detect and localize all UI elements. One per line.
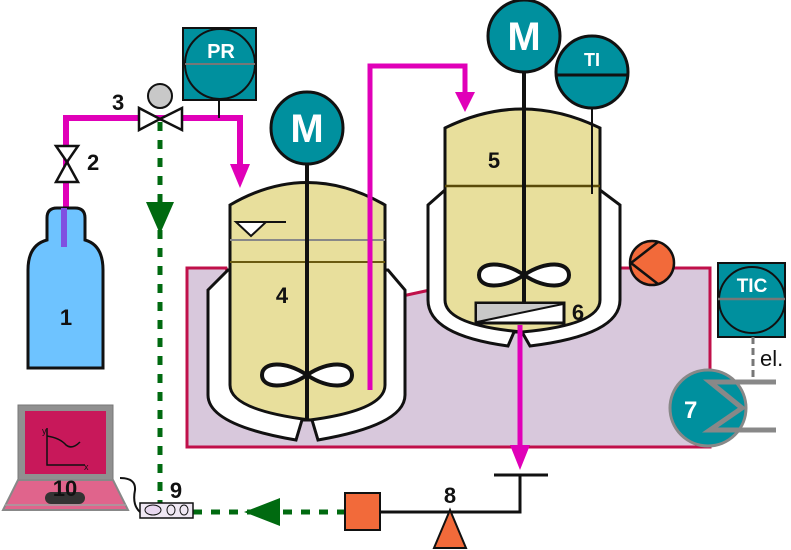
pr-label: PR xyxy=(207,41,235,63)
control-valve-3-icon xyxy=(137,105,184,133)
valve-2-label: 2 xyxy=(87,150,99,175)
arrow-left-icon xyxy=(244,498,280,526)
arrow-down-icon xyxy=(230,164,250,188)
filter-label: 6 xyxy=(572,300,584,325)
balance-beam xyxy=(380,475,522,514)
interface-label: 9 xyxy=(170,478,182,503)
impeller-5-icon xyxy=(476,262,572,288)
chart-y-label: y xyxy=(42,426,47,436)
cable xyxy=(119,477,141,513)
balance-label: 8 xyxy=(444,483,456,508)
motor-4-icon xyxy=(269,90,345,166)
touchpad xyxy=(45,492,85,504)
valve-actuator-icon xyxy=(147,83,173,109)
electric-label: el. xyxy=(760,346,783,371)
gas-bottle xyxy=(26,206,105,370)
impeller-4-icon xyxy=(259,362,355,388)
valve-3-label: 3 xyxy=(112,90,124,115)
arrow-down-icon xyxy=(510,445,530,470)
ti-label: TI xyxy=(584,50,600,70)
computer-label: 10 xyxy=(53,476,77,501)
transfer-line xyxy=(367,63,468,390)
arrow-down-icon xyxy=(455,92,475,112)
temperature-indicator-icon xyxy=(554,34,630,110)
valve-2-icon xyxy=(53,144,81,184)
reactor-4-label: 4 xyxy=(276,283,289,308)
reactor-5-label: 5 xyxy=(488,148,500,173)
bottle-label: 1 xyxy=(60,305,72,330)
heater-7 xyxy=(668,368,748,448)
heater-label: 7 xyxy=(684,397,697,424)
motor-5-icon xyxy=(486,0,562,74)
balance-fulcrum-icon xyxy=(432,507,468,549)
motor-5-label: M xyxy=(507,15,540,59)
chart-x-label: x xyxy=(84,462,89,472)
balance-weight xyxy=(344,492,381,531)
heating-coil-icon xyxy=(701,379,776,433)
level-triangle-icon xyxy=(233,221,269,238)
motor-4-label: M xyxy=(290,107,323,151)
arrow-down-icon xyxy=(146,202,174,234)
tic-label: TIC xyxy=(737,276,768,297)
